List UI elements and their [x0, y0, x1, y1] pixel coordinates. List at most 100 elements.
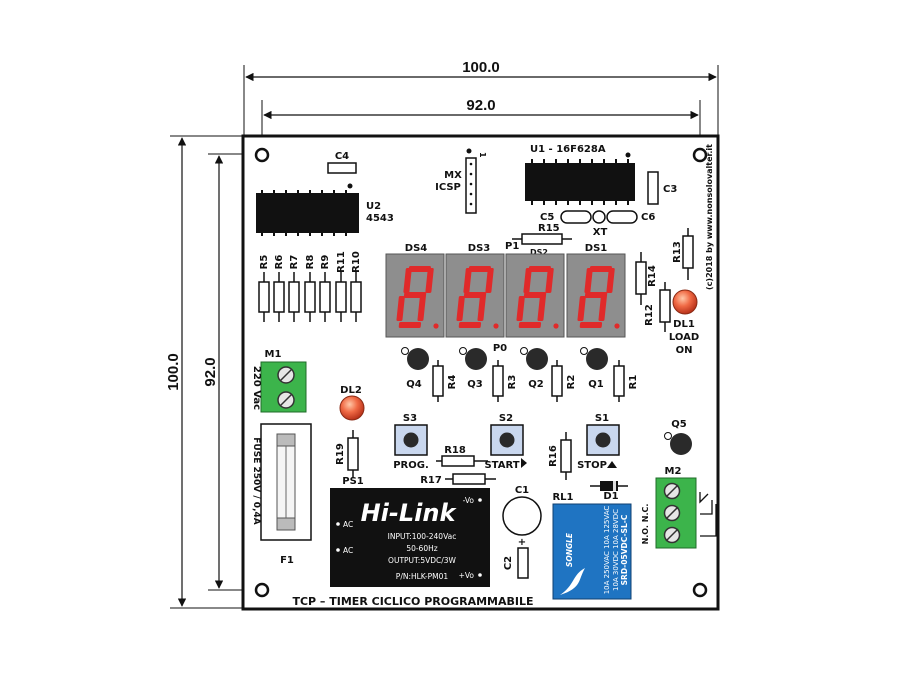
segment-c	[537, 296, 546, 321]
relay-rl1: RL1 10A 250VAC 10A 125VAC 10A 30VDC 10A …	[552, 492, 632, 600]
resistor-r17: R17	[420, 473, 496, 486]
svg-text:LOAD: LOAD	[669, 332, 699, 343]
hilink-logo: Hi-Link	[361, 499, 458, 527]
svg-text:M2: M2	[665, 466, 682, 477]
svg-text:R15: R15	[538, 223, 560, 234]
dimension-inner-height: 92.0	[202, 153, 242, 591]
svg-text:STOP: STOP	[577, 460, 607, 471]
svg-text:R11: R11	[336, 251, 347, 273]
segment-c	[417, 296, 426, 321]
svg-text:MX: MX	[444, 170, 462, 181]
inner-width-label: 92.0	[466, 97, 495, 114]
svg-text:D1: D1	[603, 491, 618, 502]
segment-a	[528, 266, 551, 272]
svg-text:R19: R19	[335, 443, 346, 465]
svg-text:S3: S3	[403, 413, 417, 424]
u2-part: 4543	[366, 213, 394, 224]
segment-e	[396, 296, 405, 321]
transistor-q5: Q5	[664, 419, 692, 455]
switch-s1: S1 STOP	[577, 413, 620, 471]
dimension-outer-width: 100.0	[243, 59, 719, 135]
segment-f	[463, 268, 472, 293]
segment-g	[403, 292, 427, 298]
copyright-text: (c)2018 by www.nonsolovalter.it	[705, 144, 714, 290]
capacitor-c6	[606, 210, 638, 224]
svg-text:N.O. N.C.: N.O. N.C.	[641, 504, 650, 545]
diode-d1: D1	[590, 481, 628, 502]
svg-text:SONGLE: SONGLE	[565, 532, 574, 567]
segment-f	[523, 268, 532, 293]
display-digit-2	[445, 253, 505, 338]
u1-label: U1 - 16F628A	[530, 144, 606, 155]
decimal-point	[433, 323, 439, 329]
svg-text:R16: R16	[548, 445, 559, 467]
svg-text:10A 250VAC 10A 125VAC: 10A 250VAC 10A 125VAC	[603, 506, 611, 595]
svg-text:R10: R10	[351, 251, 362, 273]
svg-text:R12: R12	[644, 304, 655, 326]
crystal-xt	[592, 210, 606, 224]
decimal-point	[553, 323, 559, 329]
svg-text:-Vo: -Vo	[463, 496, 475, 505]
segment-a	[589, 266, 612, 272]
resistor-r16: R16	[548, 432, 572, 480]
svg-text:DS1: DS1	[585, 243, 608, 254]
switch-s2: S2 START	[484, 413, 527, 471]
svg-text:R5: R5	[259, 255, 270, 270]
svg-text:+: +	[518, 537, 526, 548]
svg-text:C1: C1	[515, 485, 529, 496]
segment-b	[606, 268, 615, 293]
dimension-inner-width: 92.0	[261, 97, 701, 135]
segment-f	[584, 268, 593, 293]
segment-d	[518, 322, 542, 328]
resistor-r1: R1	[613, 360, 639, 402]
svg-text:50-60Hz: 50-60Hz	[406, 544, 437, 553]
resistor-r2: R2	[551, 360, 577, 402]
svg-text:C3: C3	[663, 184, 677, 195]
svg-text:F1: F1	[280, 555, 294, 566]
segment-a	[468, 266, 491, 272]
board-title: TCP – TIMER CICLICO PROGRAMMABILE	[292, 595, 533, 608]
svg-text:S1: S1	[595, 413, 609, 424]
svg-text:XT: XT	[593, 227, 608, 238]
transistor-q1: Q1	[580, 347, 608, 390]
svg-text:C6: C6	[641, 212, 655, 223]
segment-a	[408, 266, 431, 272]
resistor-r19: R19	[335, 430, 359, 478]
segment-d	[458, 322, 482, 328]
capacitor-c5	[560, 210, 592, 224]
resistor-r15: R15 P1 DS2	[505, 223, 572, 257]
svg-text:ICSP: ICSP	[435, 182, 461, 193]
svg-text:R2: R2	[566, 375, 577, 390]
svg-text:DS3: DS3	[468, 243, 491, 254]
svg-text:R14: R14	[647, 265, 658, 287]
resistor-bank-labels: R5 R6 R7 R8 R9 R11 R10	[259, 251, 362, 273]
segment-d	[398, 322, 422, 328]
capacitor-c3: C3	[647, 171, 677, 205]
svg-text:Q3: Q3	[467, 379, 483, 390]
segment-e	[577, 296, 586, 321]
led-dl2: DL2	[339, 385, 365, 421]
svg-text:M1: M1	[265, 349, 282, 360]
svg-text:+Vo: +Vo	[459, 571, 475, 580]
terminal-m2: M2 N.O. N.C.	[641, 466, 717, 549]
svg-text:1: 1	[478, 152, 487, 158]
svg-text:PS1: PS1	[342, 476, 364, 487]
svg-text:PROG.: PROG.	[393, 460, 429, 471]
svg-text:R13: R13	[672, 241, 683, 263]
outer-height-label: 100.0	[165, 353, 182, 391]
svg-text:C2: C2	[503, 556, 514, 570]
svg-text:DL1: DL1	[673, 319, 695, 330]
resistor-r12: R12	[644, 282, 671, 332]
terminal-m1: M1 220 Vac	[251, 349, 307, 413]
segment-e	[516, 296, 525, 321]
crystal-section: C5 C6 XT	[540, 210, 655, 238]
svg-text:P/N:HLK-PM01: P/N:HLK-PM01	[396, 572, 449, 581]
dimension-outer-height: 100.0	[165, 135, 242, 609]
resistor-r18: R18	[436, 445, 488, 467]
segment-f	[403, 268, 412, 293]
p0-label: P0	[493, 343, 507, 354]
power-supply-ps1: PS1 Hi-Link INPUT:100-240Vac 50-60Hz OUT…	[330, 476, 490, 587]
segment-b	[425, 268, 434, 293]
segment-b	[545, 268, 554, 293]
svg-text:R3: R3	[507, 375, 518, 390]
